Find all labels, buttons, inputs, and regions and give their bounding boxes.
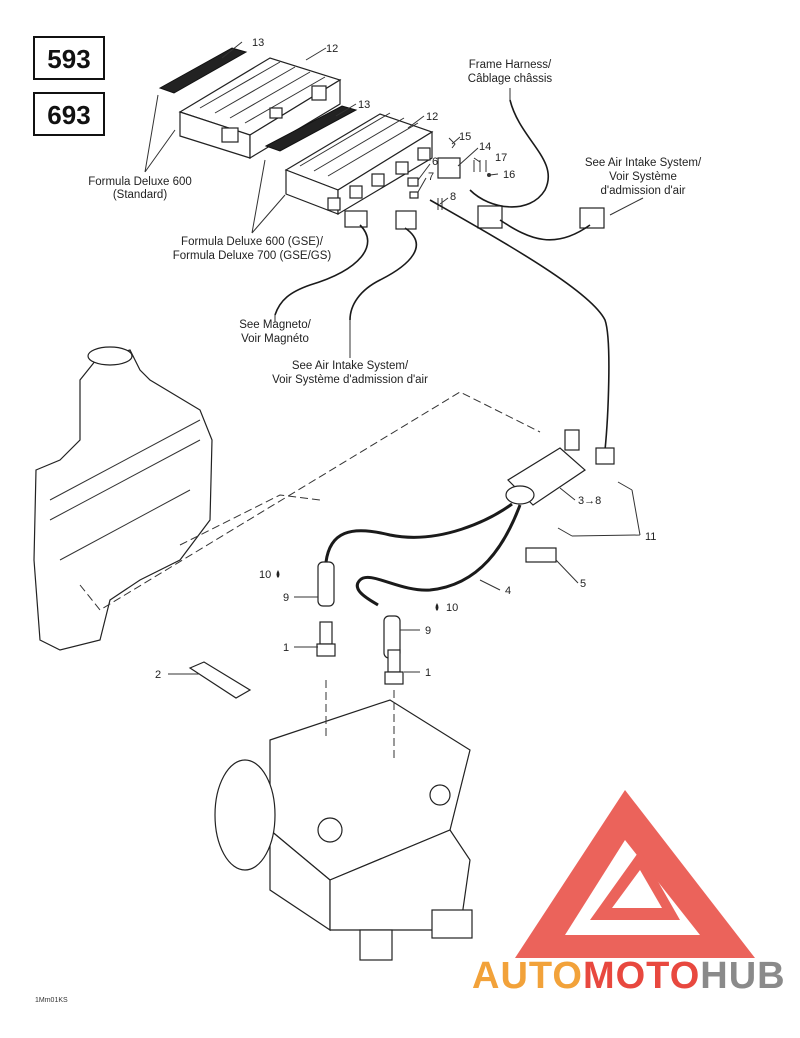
callout-6: 6 — [432, 156, 438, 168]
spark-plug-right — [384, 649, 404, 685]
label-plate-13-standard — [158, 47, 248, 94]
reference-line-top — [79, 391, 541, 611]
oil-drop-icon-left — [276, 570, 280, 578]
connector-air-intake-right — [579, 207, 605, 229]
callout-12-gse: 12 — [426, 111, 438, 123]
callout-2: 2 — [155, 669, 161, 681]
engine — [214, 699, 473, 961]
model-693-label: 693 — [47, 100, 90, 130]
air-intake-center-wire — [349, 227, 418, 321]
callout-7: 7 — [428, 171, 434, 183]
frame-harness-wire — [469, 99, 550, 208]
watermark-text: AUTOMOTOHUB — [472, 955, 786, 997]
caption-frame-harness-line1: Frame Harness/ — [469, 59, 552, 71]
watermark-hub: HUB — [700, 955, 785, 997]
caption-formula-gse: Formula Deluxe 600 (GSE)/ Formula Deluxe… — [173, 236, 332, 262]
hardware-15 — [448, 137, 456, 149]
connector-magneto — [344, 210, 368, 228]
caption-air-intake-right-line3: d'admission d'air — [601, 185, 686, 197]
spark-plug-left — [316, 621, 336, 657]
caption-air-intake-right-line1: See Air Intake System/ — [585, 157, 702, 169]
caption-magneto-line1: See Magneto/ — [239, 319, 311, 331]
hardware-7 — [409, 191, 419, 199]
caption-formula-gse-line2: Formula Deluxe 700 (GSE/GS) — [173, 250, 332, 262]
high-tension-wire-4 — [355, 504, 522, 607]
automotohub-logo — [515, 790, 755, 958]
caption-air-intake-center-line1: See Air Intake System/ — [292, 360, 409, 372]
model-593-label: 593 — [47, 44, 90, 74]
hardware-16 — [487, 173, 491, 177]
watermark-moto: MOTO — [583, 955, 700, 997]
callout-5: 5 — [580, 578, 586, 590]
callout-17: 17 — [495, 152, 507, 164]
caption-frame-harness-line2: Câblage châssis — [468, 73, 553, 85]
callout-12-standard: 12 — [326, 43, 338, 55]
spark-plug-cap-left — [317, 561, 335, 607]
ignition-coil — [505, 429, 615, 506]
caption-magneto: See Magneto/ Voir Magnéto — [239, 319, 311, 345]
connector-frame-harness — [477, 205, 503, 229]
callout-15: 15 — [459, 131, 471, 143]
oil-drop-icon-right — [435, 603, 439, 611]
gauge-2 — [188, 661, 252, 699]
coil-screw-11b — [557, 527, 573, 537]
caption-formula-standard-line2: (Standard) — [113, 189, 168, 201]
caption-air-intake-right-line2: Voir Système — [609, 171, 677, 183]
callout-8: 8 — [450, 191, 456, 203]
callout-9-left: 9 — [283, 592, 289, 604]
ecu-module-standard — [178, 57, 342, 160]
connector-14 — [437, 157, 461, 179]
reference-line-middle — [179, 494, 321, 546]
callout-4: 4 — [505, 585, 511, 597]
caption-frame-harness: Frame Harness/ Câblage châssis — [468, 59, 553, 85]
hardware-6 — [407, 177, 419, 187]
label-plate-13-gse — [264, 105, 358, 152]
caption-formula-standard-line1: Formula Deluxe 600 — [88, 176, 192, 188]
grommet-5 — [525, 547, 557, 563]
model-box-693: 693 — [33, 92, 105, 136]
caption-formula-gse-line1: Formula Deluxe 600 (GSE)/ — [181, 236, 324, 248]
callout-1-right: 1 — [425, 667, 431, 679]
callout-1-left: 1 — [283, 642, 289, 654]
callout-11: 11 — [645, 531, 656, 543]
leader-lines — [144, 41, 644, 675]
callout-3-8: 3→8 — [578, 495, 601, 507]
callout-10-left: 10 — [259, 569, 271, 581]
watermark-auto: AUTO — [472, 955, 583, 997]
callout-13-standard: 13 — [252, 37, 264, 49]
caption-air-intake-center-line2: Voir Système d'admission d'air — [272, 374, 428, 386]
callout-16: 16 — [503, 169, 515, 181]
coil-harness-wire — [429, 199, 610, 451]
drawing-code: 1Mm01KS — [35, 997, 68, 1004]
oil-reservoir — [33, 346, 213, 651]
air-intake-right-wire — [499, 219, 591, 241]
callout-9-right: 9 — [425, 625, 431, 637]
magneto-wire — [274, 224, 369, 316]
callout-14: 14 — [479, 141, 491, 153]
caption-formula-standard: Formula Deluxe 600 (Standard) — [88, 176, 192, 201]
caption-air-intake-right: See Air Intake System/ Voir Système d'ad… — [585, 157, 702, 197]
coil-screw-11a — [617, 481, 633, 491]
caption-air-intake-center: See Air Intake System/ Voir Système d'ad… — [272, 360, 428, 386]
ecu-module-gse — [284, 112, 434, 216]
model-box-593: 593 — [33, 36, 105, 80]
callout-10-right: 10 — [446, 602, 458, 614]
caption-magneto-line2: Voir Magnéto — [241, 333, 309, 345]
callout-13-gse: 13 — [358, 99, 370, 111]
high-tension-wire-left — [324, 502, 513, 563]
connector-air-intake — [395, 210, 417, 230]
